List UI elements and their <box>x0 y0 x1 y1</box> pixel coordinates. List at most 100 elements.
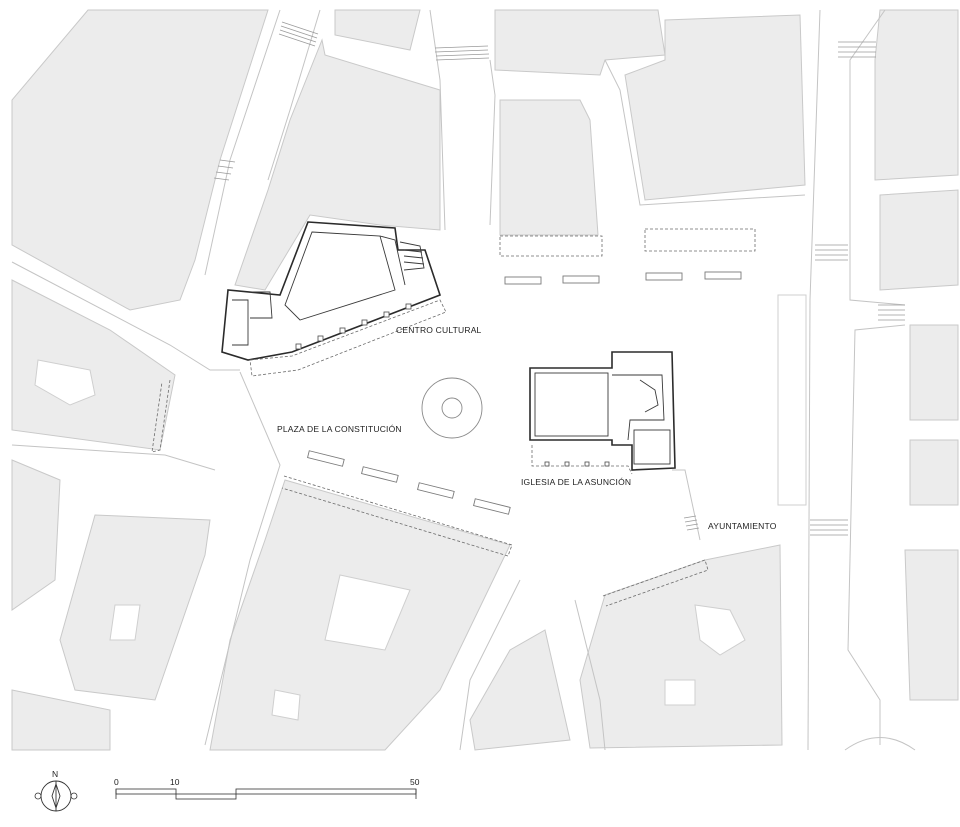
stair-step-1 <box>403 249 423 253</box>
strip-right <box>777 294 807 506</box>
bench-south-1 <box>307 450 345 467</box>
iglesia-steps <box>683 515 700 531</box>
iglesia-transept <box>612 374 665 441</box>
curb-east-avenue <box>807 9 821 751</box>
block-bottom-left <box>11 689 111 751</box>
block-right-c <box>904 549 959 701</box>
bench-south-2 <box>361 466 399 483</box>
centro-cultural-building <box>221 221 447 377</box>
block-top-strip <box>334 9 421 51</box>
crossing-top-center <box>434 45 490 61</box>
iglesia-portico <box>531 445 633 475</box>
stair-step-3 <box>403 261 425 265</box>
scale-bar: 0 10 50 <box>114 777 420 800</box>
centro-cultural-partition-a <box>379 235 406 286</box>
plaza-furniture <box>151 228 756 607</box>
curb-south-road-b <box>574 599 606 751</box>
scale-segment-3 <box>235 788 417 795</box>
centro-cultural-partition-b <box>250 291 273 319</box>
block-right-a <box>909 324 959 421</box>
label-iglesia: IGLESIA DE LA ASUNCIÓN <box>521 477 631 487</box>
scale-segment-1 <box>115 788 177 795</box>
scale-segment-2 <box>175 793 237 800</box>
block-left-a <box>11 279 176 451</box>
north-arrow-letter: N <box>52 769 58 779</box>
stair-step-2 <box>403 255 424 259</box>
pergola-north-east <box>644 228 756 252</box>
block-right-top <box>874 9 959 181</box>
iglesia-apse <box>639 379 659 413</box>
block-left-b <box>11 459 61 611</box>
bench-north-2 <box>562 275 600 284</box>
centro-cultural-arcade <box>249 299 447 377</box>
crossing-top-right <box>838 41 876 58</box>
centro-cultural-stair <box>399 241 425 271</box>
block-bottom-wedge <box>469 629 571 751</box>
courtyard-left <box>34 359 96 406</box>
crossing-top-left <box>278 21 319 47</box>
north-arrow: N <box>34 769 78 812</box>
label-centro-cultural: CENTRO CULTURAL <box>396 325 482 335</box>
arcade-ayuntamiento <box>602 559 709 607</box>
curb-north-road <box>429 9 446 231</box>
bench-north-3 <box>645 272 683 281</box>
iglesia-nave <box>534 372 609 437</box>
courtyard-bottom-center <box>324 574 411 651</box>
bench-north-1 <box>504 276 542 285</box>
building-blocks <box>11 9 959 751</box>
curb-east-avenue-b <box>849 9 906 306</box>
arcade-left-street <box>151 379 171 453</box>
courtyard-ayuntamiento <box>694 604 746 656</box>
curb-east-avenue-c <box>847 324 906 745</box>
label-plaza: PLAZA DE LA CONSTITUCIÓN <box>277 424 402 434</box>
crossing-right-mid <box>815 244 848 261</box>
north-arrow-east-mark <box>70 792 78 800</box>
arcade-south <box>281 475 513 557</box>
pedestrian-crossings <box>213 21 905 536</box>
curb-plaza-sw <box>204 371 281 746</box>
iglesia-path <box>672 469 701 541</box>
curb-diagonal-left-b <box>267 9 321 181</box>
bench-north-4 <box>704 271 742 280</box>
arcade-columns <box>295 303 412 350</box>
scale-label-10: 10 <box>170 777 180 787</box>
block-top-right-center <box>624 14 806 201</box>
courtyard-lower-left <box>109 604 141 641</box>
label-ayuntamiento: AYUNTAMIENTO <box>708 521 777 531</box>
map-labels: CENTRO CULTURAL PLAZA DE LA CONSTITUCIÓN… <box>277 325 777 531</box>
block-top-center-left <box>234 38 441 291</box>
pergola-north <box>499 235 603 257</box>
block-top-left <box>11 9 269 311</box>
block-center-top <box>499 99 599 236</box>
courtyard-bottom-center-b <box>271 689 301 721</box>
plaza-fountain-inner <box>441 397 463 419</box>
curb-diagonal-left <box>204 9 281 276</box>
iglesia-chapel <box>633 429 671 465</box>
iglesia-building <box>529 351 701 541</box>
block-right-b <box>909 439 959 506</box>
curb-north-road-b <box>489 59 496 226</box>
iglesia-outline <box>529 351 676 471</box>
north-arrow-west-mark <box>34 792 42 800</box>
block-right-mid <box>879 189 959 291</box>
iglesia-portico-columns <box>544 461 610 467</box>
curb-left-road-b <box>11 444 216 471</box>
scale-label-50: 50 <box>410 777 420 787</box>
block-bottom-right <box>579 544 783 749</box>
curb-north-east <box>604 59 806 206</box>
crossing-east-side <box>878 304 905 321</box>
bench-south-3 <box>417 482 455 499</box>
scale-label-0: 0 <box>114 777 119 787</box>
curb-south-road <box>459 579 521 751</box>
street-curbs <box>11 9 916 751</box>
bench-south-4 <box>473 498 511 515</box>
crossing-right-low <box>810 519 848 536</box>
centro-cultural-partition-c <box>232 299 249 346</box>
curb-roundabout <box>844 737 916 751</box>
curb-left-road <box>11 261 240 371</box>
centro-cultural-main-hall <box>284 231 396 321</box>
courtyard-ayuntamiento-b <box>664 679 696 706</box>
crossing-left-diagonal <box>213 159 236 181</box>
